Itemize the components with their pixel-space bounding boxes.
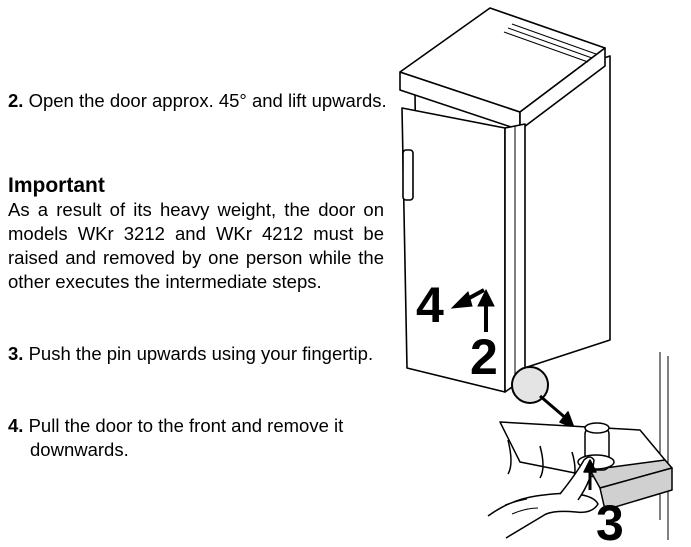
step-4-number: 4. (8, 415, 24, 436)
pull-front-arrow (450, 291, 473, 309)
important-text: As a result of its heavy weight, the doo… (8, 199, 384, 292)
step-4: 4. Pull the door to the front and remove… (8, 414, 422, 462)
hinge-highlight-circle (511, 366, 549, 404)
step-2-number: 2. (8, 90, 24, 111)
step-2: 2. Open the door approx. 45° and lift up… (8, 89, 410, 113)
label-2: 2 (470, 329, 498, 385)
step-3-number: 3. (8, 343, 24, 364)
step-4-text: Pull the door to the front and remove it… (28, 415, 344, 460)
label-4: 4 (416, 277, 444, 333)
hinge-detail (487, 352, 673, 540)
top-cover-side (519, 47, 606, 131)
important-heading: Important (8, 174, 105, 197)
step-3-text: Push the pin upwards using your fingerti… (28, 343, 374, 364)
lift-up-arrow (477, 288, 495, 307)
movement-arrows (450, 288, 495, 332)
step-3: 3. Push the pin upwards using your finge… (8, 342, 410, 366)
door-handle (402, 149, 414, 201)
label-3: 3 (596, 495, 624, 547)
step-2-text: Open the door approx. 45° and lift upwar… (28, 90, 387, 111)
